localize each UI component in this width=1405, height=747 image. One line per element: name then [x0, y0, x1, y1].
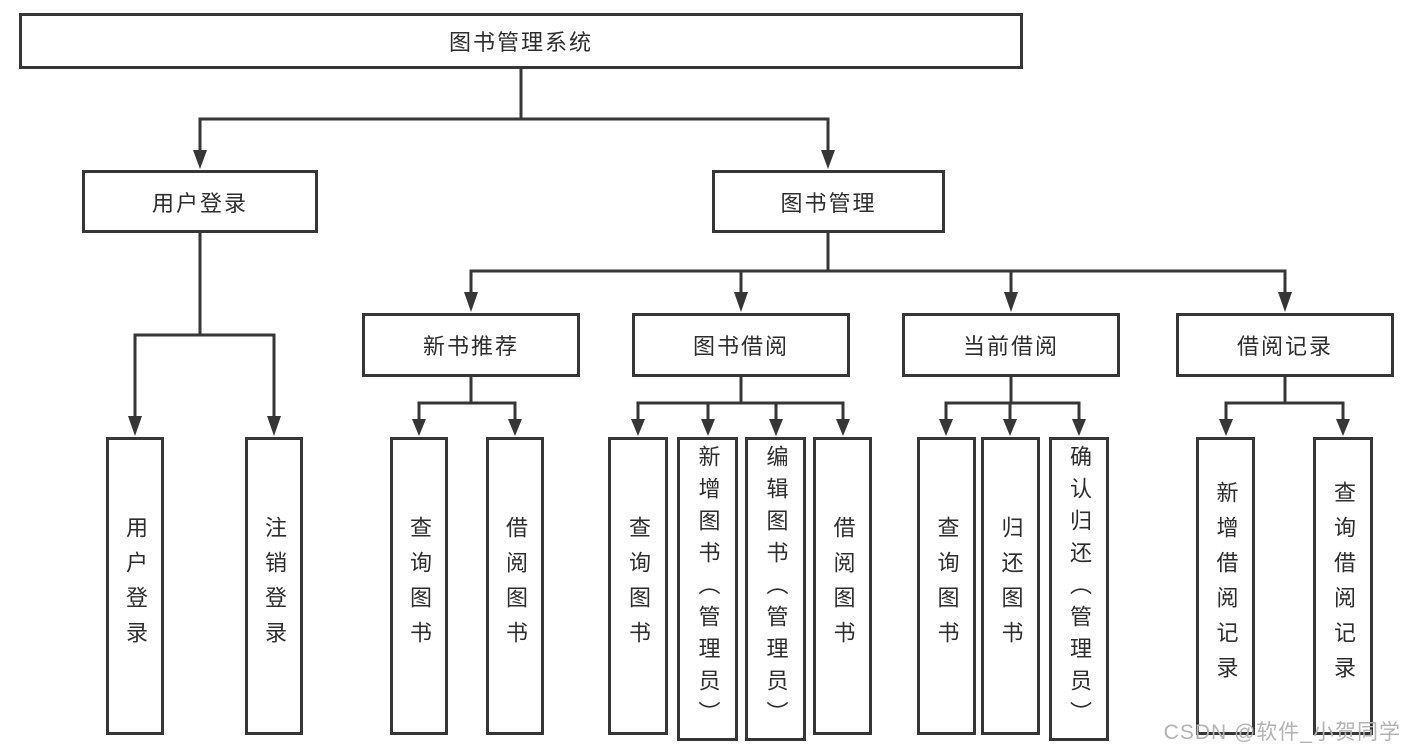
leaf-current-query-book-label: 查询图书 [934, 516, 960, 656]
leaf-current-query-book: 查询图书 [917, 437, 976, 735]
leaf-query-borrow-record: 查询借阅记录 [1313, 437, 1373, 735]
node-book-borrowing-label: 图书借阅 [692, 334, 789, 359]
leaf-edit-book-admin-label: 编辑图书（管理员） [763, 445, 789, 733]
node-borrowing-records: 借阅记录 [1176, 313, 1394, 377]
leaf-edit-book-admin: 编辑图书（管理员） [745, 437, 806, 741]
node-user-login: 用户登录 [82, 170, 318, 233]
node-library-system-label: 图书管理系统 [448, 30, 593, 55]
leaf-return-book: 归还图书 [981, 437, 1040, 735]
node-book-management: 图书管理 [712, 170, 945, 233]
leaf-add-borrow-record-label: 新增借阅记录 [1213, 481, 1239, 691]
csdn-watermark: CSDN @软件_小贺同学 [1163, 721, 1401, 744]
leaf-add-book-admin: 新增图书（管理员） [677, 437, 738, 741]
leaf-recommend-query-book-label: 查询图书 [407, 516, 432, 656]
leaf-recommend-query-book: 查询图书 [390, 437, 448, 735]
leaf-logout-login-label: 注销登录 [262, 516, 287, 656]
node-borrowing-records-label: 借阅记录 [1236, 334, 1333, 359]
leaf-add-book-admin-label: 新增图书（管理员） [695, 445, 721, 733]
leaf-borrow-book: 借阅图书 [813, 437, 872, 735]
node-book-borrowing: 图书借阅 [632, 313, 850, 377]
leaf-user-login: 用户登录 [106, 437, 164, 735]
leaf-confirm-return-admin-label: 确认归还（管理员） [1067, 445, 1092, 733]
leaf-add-borrow-record: 新增借阅记录 [1196, 437, 1255, 735]
leaf-logout-login: 注销登录 [245, 437, 303, 735]
leaf-borrowing-query-book-label: 查询图书 [626, 516, 651, 656]
node-user-login-label: 用户登录 [151, 190, 248, 216]
leaf-confirm-return-admin: 确认归还（管理员） [1049, 437, 1109, 741]
leaf-borrow-book-label: 借阅图书 [830, 516, 856, 656]
leaf-query-borrow-record-label: 查询借阅记录 [1331, 481, 1356, 691]
leaf-recommend-borrow-book-label: 借阅图书 [503, 516, 528, 656]
leaf-recommend-borrow-book: 借阅图书 [486, 437, 544, 735]
node-book-management-label: 图书管理 [780, 190, 877, 216]
node-current-borrowing: 当前借阅 [902, 313, 1120, 377]
leaf-borrowing-query-book: 查询图书 [608, 437, 668, 735]
node-library-system: 图书管理系统 [19, 13, 1023, 69]
node-current-borrowing-label: 当前借阅 [962, 334, 1059, 359]
node-new-book-recommendation: 新书推荐 [362, 313, 580, 377]
leaf-return-book-label: 归还图书 [998, 516, 1024, 656]
node-new-book-recommendation-label: 新书推荐 [422, 334, 519, 359]
leaf-user-login-label: 用户登录 [123, 516, 148, 656]
